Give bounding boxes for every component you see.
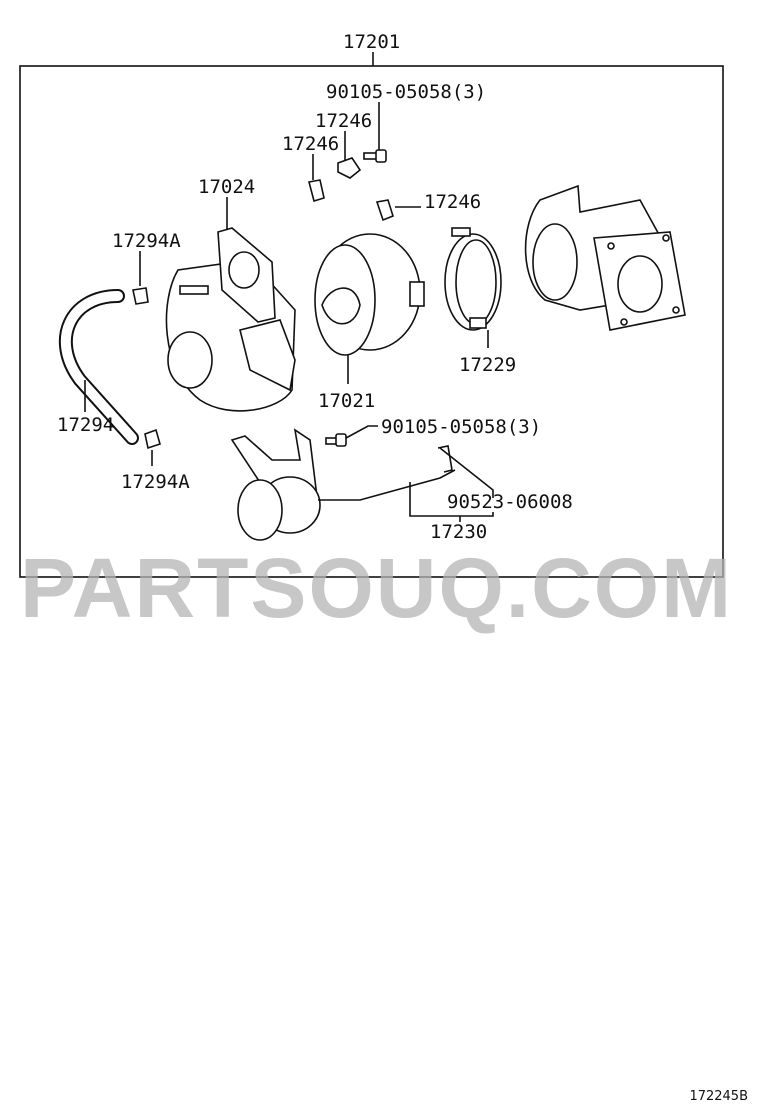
band-clamp-part — [444, 227, 502, 331]
label-washer-a[interactable]: 17246 — [315, 110, 372, 132]
label-bolt-mid[interactable]: 90105-05058(3) — [381, 416, 541, 438]
label-washer-c[interactable]: 17246 — [424, 191, 481, 213]
leader-clip — [439, 447, 494, 498]
leader-actuator — [409, 482, 494, 517]
washer-b-part — [308, 179, 325, 203]
label-gasket[interactable]: 17024 — [198, 176, 255, 198]
label-clamp-bottom[interactable]: 17294A — [121, 471, 190, 493]
gasket-part — [217, 227, 276, 323]
clamp-top-part — [132, 287, 149, 305]
actuator-part — [230, 428, 456, 541]
hose-part-fill — [60, 291, 137, 443]
label-washer-b[interactable]: 17246 — [282, 133, 339, 155]
label-bolt-top[interactable]: 90105-05058(3) — [326, 81, 486, 103]
bolt-mid-part — [325, 433, 347, 447]
label-clip[interactable]: 90523-06008 — [447, 491, 573, 513]
leader-bolt-mid — [345, 425, 378, 439]
assembly-frame — [19, 65, 724, 578]
label-clamp-top[interactable]: 17294A — [112, 230, 181, 252]
label-hose[interactable]: 17294 — [57, 414, 114, 436]
washer-c-part — [375, 199, 394, 222]
label-17201[interactable]: 17201 — [343, 31, 400, 53]
figure-code: 172245B — [689, 1089, 748, 1104]
label-actuator[interactable]: 17230 — [430, 521, 487, 543]
bolt-top-part — [363, 149, 387, 163]
washer-a-part — [337, 157, 362, 179]
clamp-bottom-part — [144, 428, 161, 450]
label-cartridge[interactable]: 17021 — [318, 390, 375, 412]
label-band-clamp[interactable]: 17229 — [459, 354, 516, 376]
outlet-elbow-part — [524, 184, 686, 331]
cartridge-part — [314, 233, 425, 356]
